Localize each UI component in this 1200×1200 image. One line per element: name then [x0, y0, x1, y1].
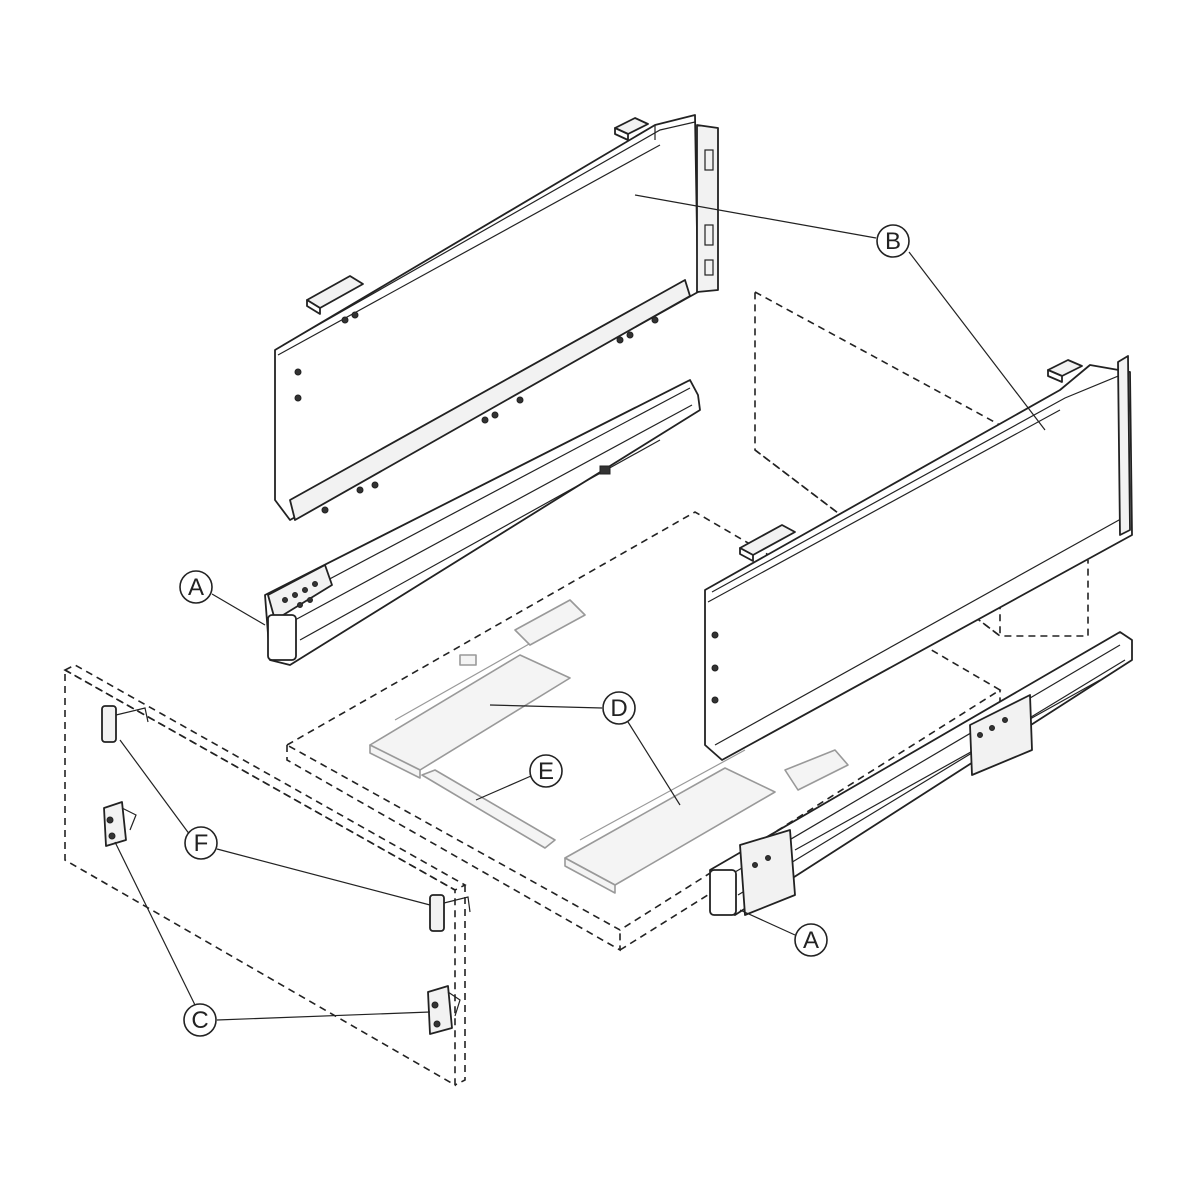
runner-left-holes: [282, 581, 318, 608]
callout-b-letter: B: [885, 228, 901, 255]
front-fixing-bracket-lower: [429, 894, 471, 932]
callout-e: E: [529, 754, 563, 788]
side-left-holes: [294, 311, 659, 514]
runner-right-holes: [752, 717, 1008, 868]
drawer-side-left: [274, 114, 719, 521]
callout-e-letter: E: [538, 758, 554, 785]
runner-right: [709, 631, 1133, 916]
front-fixing-bracket-upper: [101, 705, 149, 743]
sync-bar-right: [564, 749, 776, 894]
callout-a-right: A: [794, 923, 828, 957]
sync-brackets: [514, 599, 849, 791]
sync-rod: [421, 769, 556, 849]
callout-a-right-letter: A: [803, 927, 819, 954]
front-adjuster-lower: [427, 985, 461, 1035]
callout-a-left-letter: A: [188, 574, 204, 601]
callout-b: B: [876, 224, 910, 258]
drawer-side-right: [704, 355, 1133, 761]
callout-c: C: [183, 1003, 217, 1037]
drawer-front-outline: [63, 664, 467, 1087]
side-left-slots: [704, 149, 714, 276]
callout-f-letter: F: [194, 830, 209, 857]
side-left-cap-front: [306, 275, 364, 315]
cabinet-back-panel-outline: [754, 290, 1089, 638]
callout-c-letter: C: [191, 1007, 208, 1034]
runner-left: [264, 379, 701, 666]
side-right-cap-rear: [1047, 359, 1083, 383]
front-adjuster-upper: [103, 801, 137, 847]
callout-a-left: A: [179, 570, 213, 604]
callout-f: F: [184, 826, 218, 860]
side-right-cap-front: [739, 524, 796, 562]
side-left-cap-rear: [614, 117, 649, 141]
sync-bar-left: [369, 634, 571, 779]
side-right-holes: [711, 631, 719, 704]
callout-d: D: [602, 691, 636, 725]
leader-lines: [114, 194, 1046, 1021]
callout-d-letter: D: [610, 695, 627, 722]
